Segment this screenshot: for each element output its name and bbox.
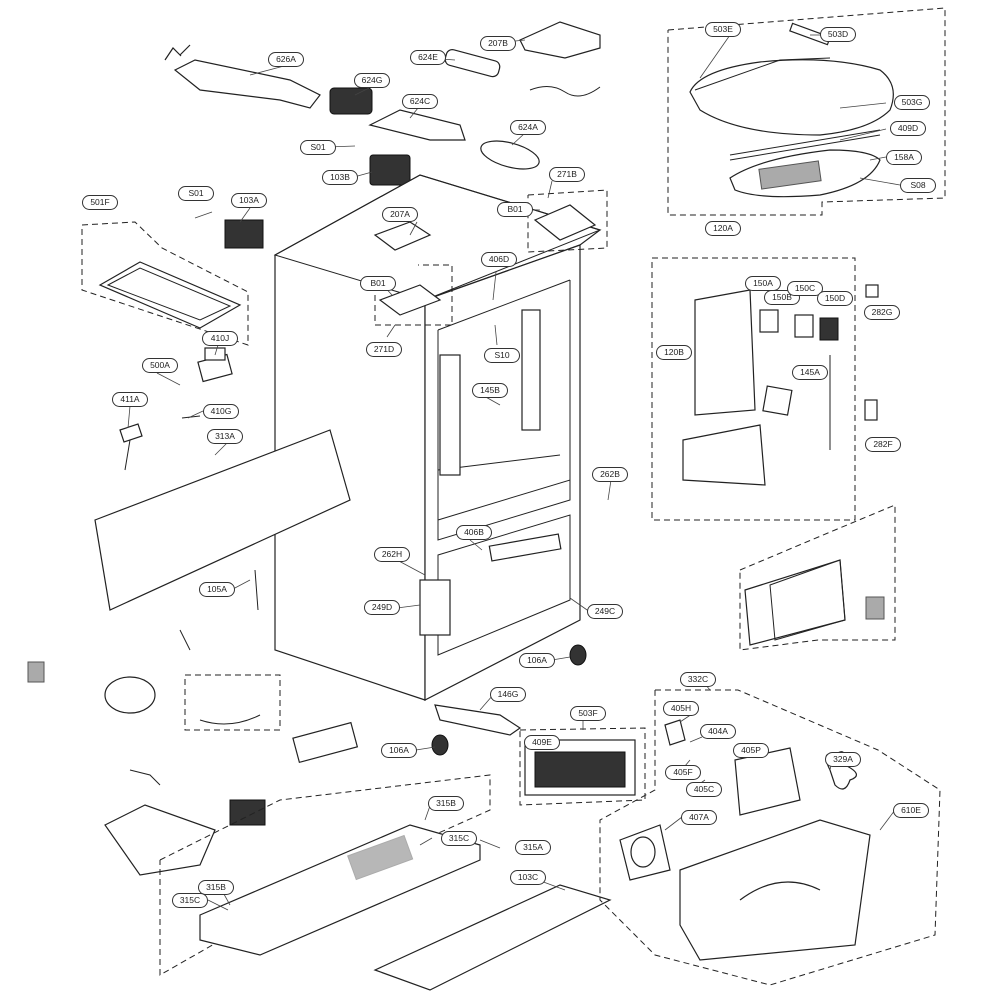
callout-S01-left: S01 — [178, 186, 214, 201]
callout-406D: 406D — [481, 252, 517, 267]
upper-door-group-outline — [667, 7, 946, 216]
refrigerator-cabinet — [273, 174, 602, 701]
fan-assembly-group — [599, 689, 941, 986]
callout-410G: 410G — [203, 404, 239, 419]
callout-410J: 410J — [202, 331, 238, 346]
callout-249C: 249C — [587, 604, 623, 619]
callout-262B: 262B — [592, 467, 628, 482]
callout-503F: 503F — [570, 706, 606, 721]
callout-626A: 626A — [268, 52, 304, 67]
left-side-parts — [27, 347, 351, 714]
dispenser-top-parts — [164, 21, 601, 186]
callout-407A: 407A — [681, 810, 717, 825]
callout-282G: 282G — [864, 305, 900, 320]
callout-103B: 103B — [322, 170, 358, 185]
callout-624G: 624G — [354, 73, 390, 88]
callout-332C: 332C — [680, 672, 716, 687]
door-cap-parts — [689, 22, 894, 198]
callout-103A: 103A — [231, 193, 267, 208]
condenser-group — [739, 504, 896, 651]
callout-282F: 282F — [865, 437, 901, 452]
callout-145B: 145B — [472, 383, 508, 398]
callout-315B-upper: 315B — [428, 796, 464, 811]
callout-150D: 150D — [817, 291, 853, 306]
callout-624C: 624C — [402, 94, 438, 109]
ice-maker-group — [651, 257, 879, 521]
callout-B01-left: B01 — [360, 276, 396, 291]
callout-315B-lower: 315B — [198, 880, 234, 895]
callout-406B: 406B — [456, 525, 492, 540]
callout-146G: 146G — [490, 687, 526, 702]
callout-315C-upper: 315C — [441, 831, 477, 846]
callout-106A-upper: 106A — [519, 653, 555, 668]
callout-120A: 120A — [705, 221, 741, 236]
callout-103C: 103C — [510, 870, 546, 885]
callout-405C: 405C — [686, 782, 722, 797]
callout-503D: 503D — [820, 27, 856, 42]
callout-501F: 501F — [82, 195, 118, 210]
compressor-area — [104, 769, 266, 876]
callout-B01-right: B01 — [497, 202, 533, 217]
callout-207A: 207A — [382, 207, 418, 222]
callout-503E: 503E — [705, 22, 741, 37]
callout-409D: 409D — [890, 121, 926, 136]
callout-610E: 610E — [893, 803, 929, 818]
callout-150C: 150C — [787, 281, 823, 296]
callout-150A: 150A — [745, 276, 781, 291]
callout-405P: 405P — [733, 743, 769, 758]
callout-405F: 405F — [665, 765, 701, 780]
callout-145A: 145A — [792, 365, 828, 380]
callout-S08: S08 — [900, 178, 936, 193]
callout-249D: 249D — [364, 600, 400, 615]
left-dashed-group — [81, 219, 264, 346]
hinge-group — [373, 189, 608, 326]
callout-313A: 313A — [207, 429, 243, 444]
callout-S10: S10 — [484, 348, 520, 363]
callout-106A-lower: 106A — [381, 743, 417, 758]
callout-315C-lower: 315C — [172, 893, 208, 908]
callout-404A: 404A — [700, 724, 736, 739]
callout-271B: 271B — [549, 167, 585, 182]
callout-500A: 500A — [142, 358, 178, 373]
callout-624A: 624A — [510, 120, 546, 135]
callout-207B: 207B — [480, 36, 516, 51]
callout-624E: 624E — [410, 50, 446, 65]
small-parts-box — [184, 674, 359, 764]
callout-405H: 405H — [663, 701, 699, 716]
callout-329A: 329A — [825, 752, 861, 767]
callout-315A: 315A — [515, 840, 551, 855]
callout-262H: 262H — [374, 547, 410, 562]
callout-120B: 120B — [656, 345, 692, 360]
callout-409E: 409E — [524, 735, 560, 750]
callout-158A: 158A — [886, 150, 922, 165]
callout-411A: 411A — [112, 392, 148, 407]
base-pan-group — [159, 774, 612, 991]
callout-S01-top: S01 — [300, 140, 336, 155]
callout-271D: 271D — [366, 342, 402, 357]
callout-105A: 105A — [199, 582, 235, 597]
callout-503G: 503G — [894, 95, 930, 110]
